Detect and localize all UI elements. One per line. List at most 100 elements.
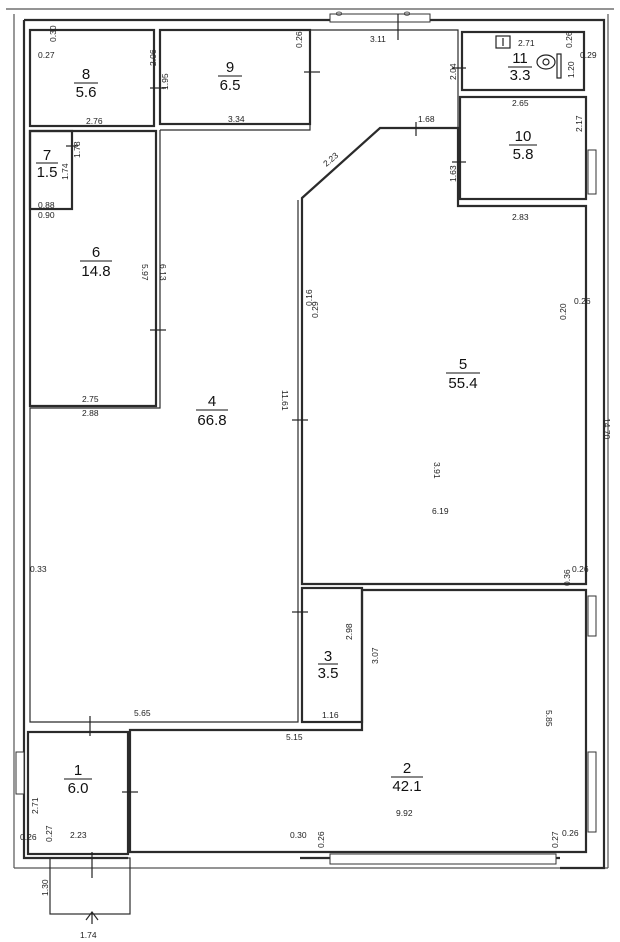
room-number: 4 <box>208 393 216 410</box>
sink-drain-icon <box>542 58 550 66</box>
dim-label: 2.17 <box>574 115 584 132</box>
room-number: 1 <box>74 762 82 779</box>
dim-label: 2.65 <box>512 98 529 108</box>
dim-label: 1.78 <box>72 141 82 158</box>
dim-label: 3.34 <box>228 114 245 124</box>
dim-label: 0.26 <box>316 831 326 848</box>
window-room-10 <box>587 149 597 195</box>
room-number: 10 <box>515 128 532 145</box>
dim-label: 0.27 <box>38 50 55 60</box>
room-area: 1.5 <box>37 164 58 181</box>
room-label-3: 3 3.5 <box>318 648 339 682</box>
outer-wall <box>22 18 606 870</box>
dim-label: 9.92 <box>396 808 413 818</box>
dim-label: 1.68 <box>418 114 435 124</box>
room-number: 5 <box>459 356 467 373</box>
room-number: 7 <box>43 147 51 164</box>
room-label-8: 8 5.6 <box>74 66 98 101</box>
room-label-11: 11 3.3 <box>508 50 532 84</box>
dim-label: 2.76 <box>86 116 103 126</box>
room-11-outline <box>460 30 586 92</box>
dim-label: 2.83 <box>512 212 529 222</box>
dim-label: 2.04 <box>448 63 458 80</box>
dim-label: 14.70 <box>602 418 612 440</box>
dim-label: 0 <box>402 11 412 16</box>
room-number: 6 <box>92 244 100 261</box>
room-area: 5.6 <box>76 84 97 101</box>
window-room-2-lower <box>587 751 597 833</box>
room-label-4: 4 66.8 <box>196 393 228 429</box>
dim-label: 11.61 <box>280 390 290 411</box>
room-label-7: 7 1.5 <box>36 147 58 181</box>
room-area: 14.8 <box>81 263 110 280</box>
room-number: 8 <box>82 66 90 83</box>
dim-label: 0 <box>334 11 344 16</box>
room-1-outline <box>26 730 130 856</box>
dim-label: 1.74 <box>60 163 70 180</box>
dim-label: 5.65 <box>134 708 151 718</box>
dim-label: 0.26 <box>562 828 579 838</box>
dim-label: 0.90 <box>38 210 55 220</box>
dim-label: 6.19 <box>432 506 449 516</box>
dim-label: 0.26 <box>294 31 304 48</box>
dim-label: 6.13 <box>158 264 168 281</box>
dim-label: 5.97 <box>140 264 150 281</box>
entrance-porch <box>49 857 131 915</box>
window-room-2-bottom <box>329 853 557 865</box>
room-area: 42.1 <box>392 778 421 795</box>
dim-label: 5.15 <box>286 732 303 742</box>
dim-label: 2.23 <box>70 830 87 840</box>
dim-label: 2.88 <box>82 408 99 418</box>
dim-label: 1.74 <box>80 930 97 940</box>
dim-label: 3.07 <box>370 647 380 664</box>
dim-label: 3.91 <box>432 462 442 479</box>
dim-label: 0.26 <box>20 832 37 842</box>
room-area: 5.8 <box>513 146 534 163</box>
room-8-outline <box>28 28 156 128</box>
room-2-outline <box>128 588 588 854</box>
room-number: 9 <box>226 59 234 76</box>
room-area: 3.3 <box>510 67 531 84</box>
dim-label: 0.30 <box>48 25 58 42</box>
room-label-1: 1 6.0 <box>64 762 92 797</box>
dim-label: 0.16 <box>304 289 314 306</box>
dim-label: 1.30 <box>40 879 50 896</box>
dim-label: 0.30 <box>290 830 307 840</box>
dim-label: 0.29 <box>310 301 320 318</box>
dim-label: 1.20 <box>566 61 576 78</box>
dim-label: 0.26 <box>572 564 589 574</box>
dim-label: 0.26 <box>564 31 574 48</box>
room-label-2: 2 42.1 <box>391 760 423 795</box>
window-room-1 <box>15 751 25 795</box>
room-area: 55.4 <box>448 375 477 392</box>
dim-label: 0.27 <box>44 825 54 842</box>
dim-label: 1.16 <box>322 710 339 720</box>
dim-label: 5.85 <box>544 710 554 727</box>
faucet-icon <box>556 53 562 79</box>
room-label-6: 6 14.8 <box>80 244 112 280</box>
dim-label: 0.26 <box>574 296 591 306</box>
dim-label: 3.11 <box>370 34 386 44</box>
room-label-5: 5 55.4 <box>446 356 480 392</box>
room-area: 6.0 <box>68 780 89 797</box>
room-number: 11 <box>512 50 528 67</box>
window-room-2-upper <box>587 595 597 637</box>
dim-label: 2.98 <box>344 623 354 640</box>
room-area: 6.5 <box>220 77 241 94</box>
dim-label: 0.33 <box>30 564 47 574</box>
dim-label: 0.36 <box>562 569 572 586</box>
room-area: 66.8 <box>197 412 226 429</box>
dim-label: 1.63 <box>448 165 458 182</box>
dim-label: 0.27 <box>550 831 560 848</box>
room-10-outline <box>458 95 588 201</box>
room-6-outline <box>28 129 158 408</box>
dim-label: 1.95 <box>160 73 170 90</box>
dimension-labels: 0 0 3.11 0.30 0.27 2.06 1.95 0.26 2.04 2… <box>20 11 612 940</box>
room-number: 3 <box>324 648 332 665</box>
dim-label: 0.88 <box>38 200 55 210</box>
room-area: 3.5 <box>318 665 339 682</box>
room-number: 2 <box>403 760 411 777</box>
entrance-arrow-icon <box>85 911 99 921</box>
dim-label: 2.71 <box>518 38 535 48</box>
